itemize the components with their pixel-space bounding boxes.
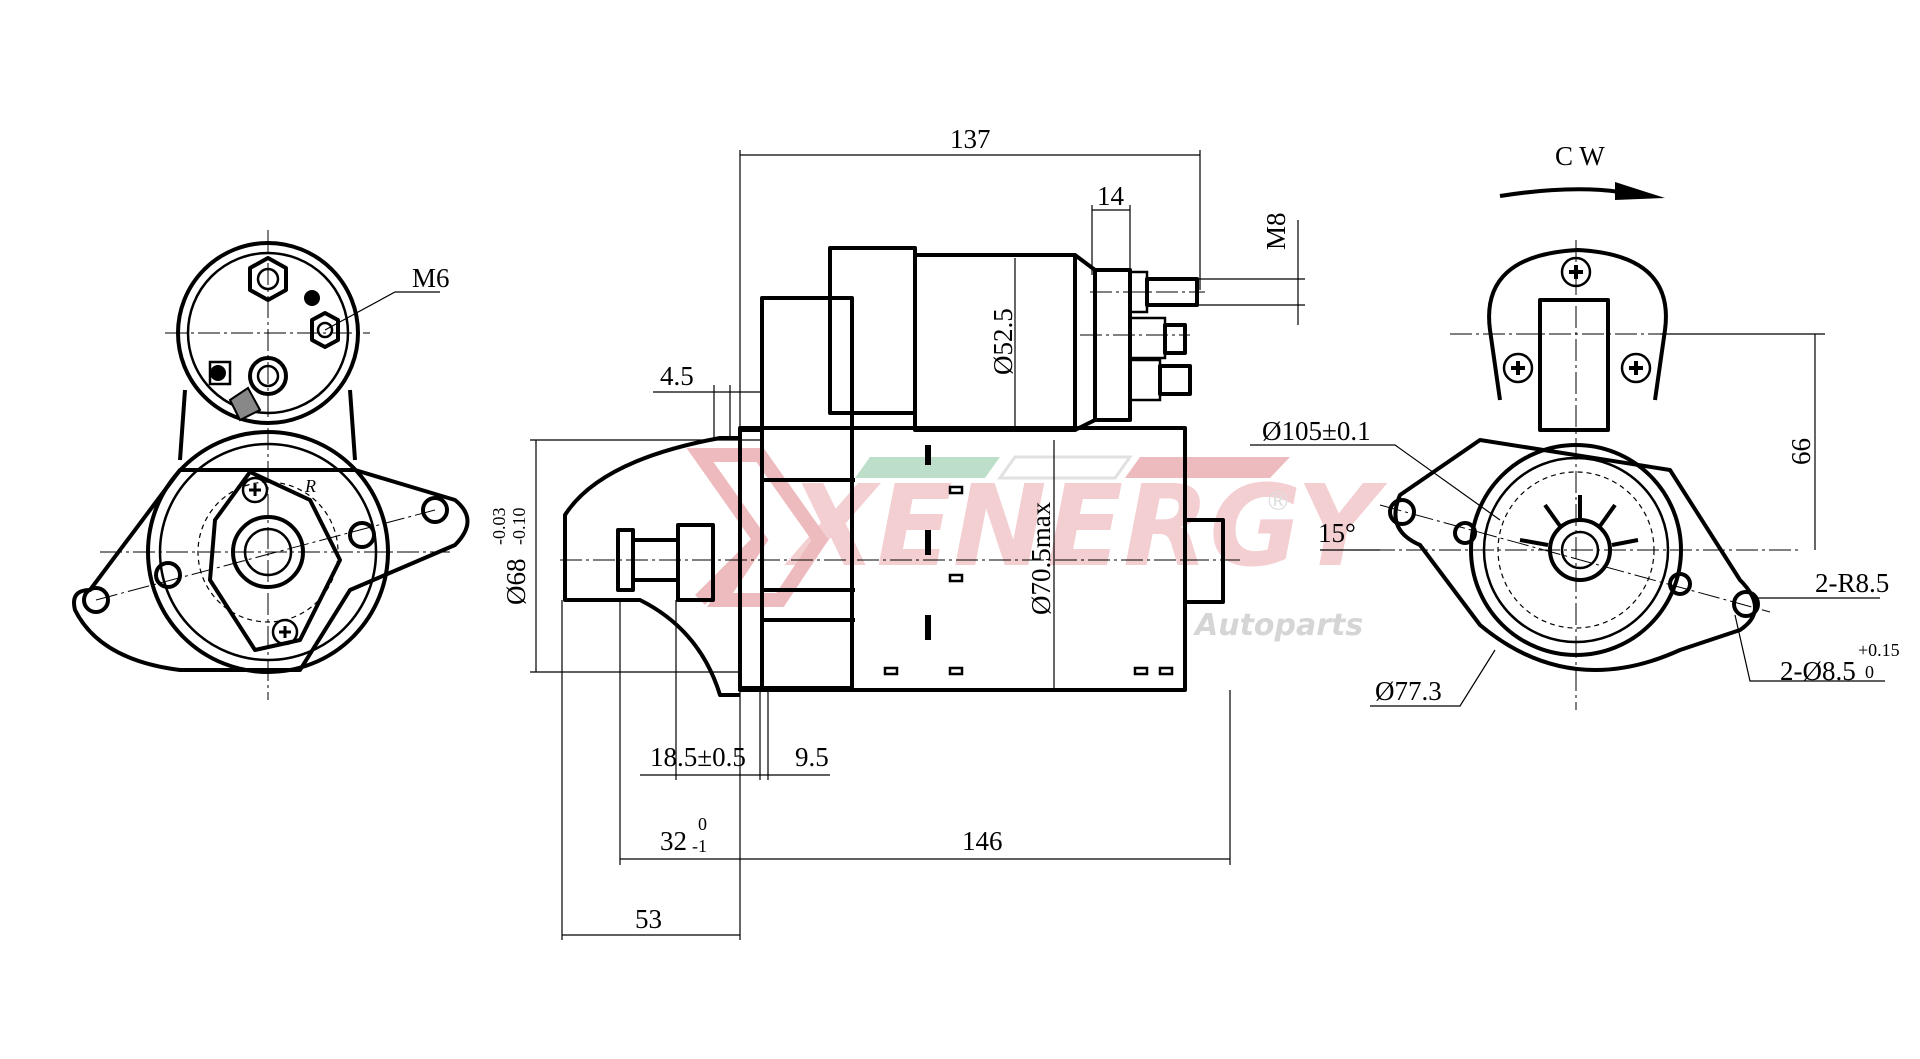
m8-thread-label: M8 <box>1261 212 1291 250</box>
screw-icon <box>271 618 299 646</box>
pinion-dim-label: 18.5±0.5 <box>650 742 746 772</box>
front-view: R M6 <box>72 230 470 700</box>
flange-thickness-label: 9.5 <box>795 742 829 772</box>
pilot-tol-upper: -0.03 <box>489 508 509 546</box>
watermark-brand: XENERGY <box>784 462 1388 592</box>
bolt-circle-label: Ø105±0.1 <box>1262 416 1371 446</box>
pinion-tol-lower: -1 <box>692 836 707 856</box>
hole-tol-upper: +0.15 <box>1858 640 1900 660</box>
screw-icon <box>241 476 269 504</box>
body-diameter-label: Ø70.5max <box>1026 501 1056 615</box>
ear-radius-label: 2-R8.5 <box>1815 568 1889 598</box>
hole-diameter-label: 2-Ø8.5 <box>1780 656 1856 686</box>
housing-diameter-label: Ø77.3 <box>1375 676 1442 706</box>
screw-icon <box>1560 256 1592 288</box>
terminal-width-14-label: 14 <box>1097 181 1125 211</box>
xenergy-watermark: XENERGY Autoparts ® <box>686 448 1388 643</box>
solenoid-diameter-label: Ø52.5 <box>988 308 1018 375</box>
screw-icon <box>1502 352 1534 384</box>
overall-length-137-label: 137 <box>950 124 991 154</box>
body-length-146-label: 146 <box>962 826 1003 856</box>
pinion-tol-upper: 0 <box>698 814 707 834</box>
flange-offset-label: 4.5 <box>660 361 694 391</box>
pinion-length-label: 32 <box>660 826 687 856</box>
gear-teeth-icon <box>1519 495 1639 547</box>
pilot-tol-lower: -0.10 <box>509 508 529 546</box>
m6-thread-label: M6 <box>412 263 450 293</box>
rotation-direction-label: C W <box>1555 141 1605 171</box>
watermark-registered: ® <box>1265 487 1291 517</box>
front-marking-label: R <box>304 476 316 496</box>
screw-icon <box>1620 352 1652 384</box>
watermark-sub: Autoparts <box>1193 608 1363 643</box>
nose-length-53-label: 53 <box>635 904 662 934</box>
rear-view: C W <box>1250 141 1900 710</box>
cw-arrow-icon <box>1499 187 1621 198</box>
pilot-diameter-label: Ø68 <box>501 559 531 606</box>
height-66-label: 66 <box>1786 438 1816 465</box>
cw-arrowhead-icon <box>1615 182 1665 200</box>
side-view: 137 14 M8 Ø52.5 Ø70.5max 4.5 Ø68 -0.03 -… <box>489 124 1305 940</box>
angle-label: 15° <box>1318 518 1356 548</box>
hole-tol-lower: 0 <box>1865 662 1874 682</box>
